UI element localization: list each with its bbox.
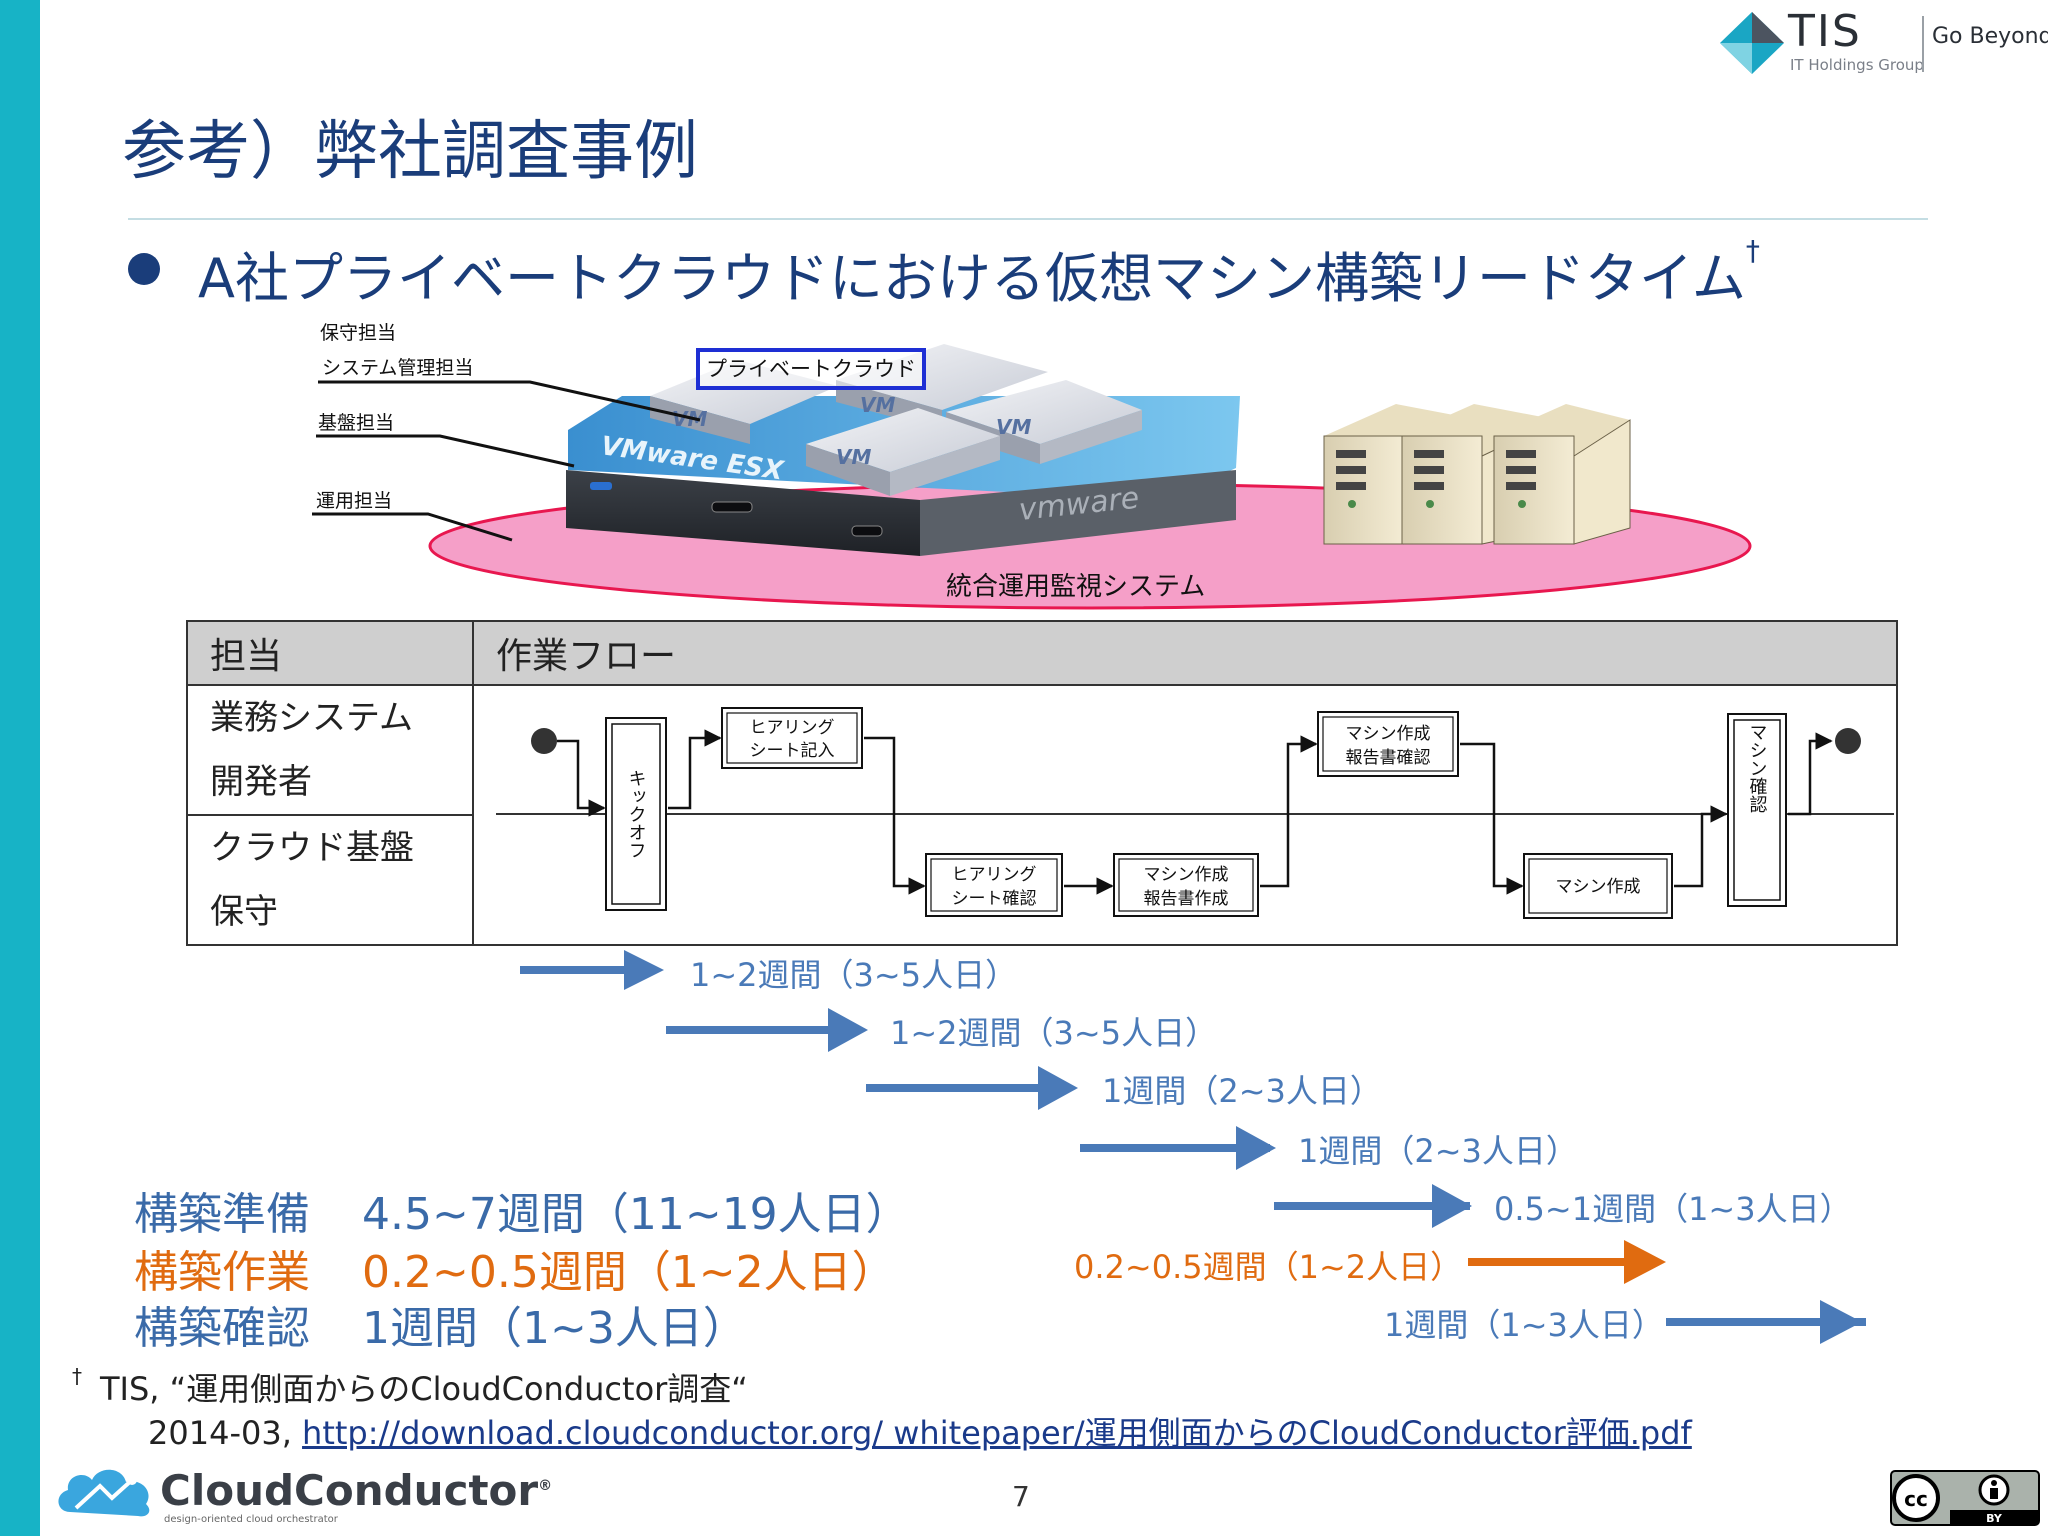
step-hearing-sheet-fill: ヒアリング シート記入: [721, 707, 863, 769]
role-operations: 運用担当: [316, 490, 393, 512]
svg-text:キックオフ: キックオフ: [626, 769, 647, 859]
summary-prep-value: 4.5~7週間（11~19人日）: [362, 1189, 910, 1240]
subtitle-footnote-mark: †: [1745, 234, 1760, 267]
leader-line-infra: [316, 434, 575, 468]
role-cloud-maintenance-line2: 保守: [210, 892, 278, 932]
tagline: Go Beyond: [1932, 24, 2048, 49]
title-divider: [128, 218, 1928, 220]
svg-text:cc: cc: [1904, 1487, 1928, 1511]
svg-text:ヒアリング: ヒアリング: [952, 865, 1037, 885]
svg-text:報告書作成: 報告書作成: [1144, 889, 1229, 909]
workflow-header-row: 担当 作業フロー: [186, 620, 1898, 686]
svg-text:シート記入: シート記入: [750, 741, 835, 761]
duration-arrow-5: [1274, 1184, 1472, 1228]
subtitle: A社プライベートクラウドにおける仮想マシン構築リードタイム†: [198, 234, 1760, 313]
duration-arrow-1: [520, 950, 664, 990]
role-app-developer: 業務システム 開発者: [186, 684, 474, 816]
svg-text:マシン作成: マシン作成: [1556, 877, 1641, 897]
cloudconductor-logo-icon: [58, 1469, 150, 1517]
duration-arrow-4: [1080, 1126, 1276, 1170]
duration-label-4: 1週間（2~3人日）: [1298, 1132, 1578, 1170]
cloudconductor-logo-text: CloudConductor®: [160, 1466, 552, 1515]
duration-label-5: 0.5~1週間（1~3人日）: [1494, 1190, 1852, 1228]
vm-box-4: VM: [806, 408, 1000, 496]
private-cloud-label: プライベートクラウド: [696, 348, 926, 390]
footnote-mark: †: [72, 1364, 82, 1388]
summary-build-value: 0.2~0.5週間（1~2人日）: [362, 1247, 896, 1298]
left-accent-bar: [0, 0, 40, 1536]
duration-arrow-2: [666, 1008, 868, 1052]
bullet-icon: [128, 253, 160, 285]
svg-text:マシン作成: マシン作成: [1144, 865, 1229, 885]
duration-arrow-7: [1666, 1300, 1866, 1344]
svg-text:シート確認: シート確認: [952, 889, 1037, 909]
duration-label-1: 1~2週間（3~5人日）: [690, 956, 1018, 994]
subtitle-text: A社プライベートクラウドにおける仮想マシン構築リードタイム: [198, 247, 1746, 310]
tis-logo-icon: [1720, 12, 1784, 74]
svg-text:マシン作成: マシン作成: [1346, 724, 1431, 744]
step-machine-confirm: マシン確認: [1727, 713, 1787, 907]
step-machine-create: マシン作成: [1523, 853, 1673, 919]
step-report-check: マシン作成 報告書確認: [1317, 711, 1459, 777]
step-kickoff: キックオフ: [605, 717, 667, 911]
duration-label-3: 1週間（2~3人日）: [1102, 1072, 1382, 1110]
svg-text:VM: VM: [836, 445, 871, 469]
footnote-link[interactable]: http://download.cloudconductor.org/ whit…: [302, 1414, 1692, 1452]
summary-verify-label: 構築確認: [134, 1303, 310, 1354]
leader-line-admin: [318, 380, 701, 422]
header-role: 担当: [186, 620, 474, 686]
private-cloud-illustration: VMware ESX vmware VM VM VM VM: [312, 344, 1752, 610]
page-number: 7: [1012, 1480, 1030, 1513]
duration-label-6: 0.2~0.5週間（1~2人日）: [1074, 1248, 1463, 1286]
tis-brand-sub: IT Holdings Group: [1790, 56, 1924, 74]
duration-arrow-3: [866, 1066, 1078, 1110]
duration-arrow-6: [1468, 1240, 1666, 1284]
esx-slot2: [851, 525, 883, 537]
esx-led: [590, 482, 612, 490]
esx-slot1: [711, 501, 753, 513]
header-separator: [1922, 16, 1924, 72]
svg-text:VM: VM: [860, 393, 895, 417]
role-cloud-maintenance-line1: クラウド基盤: [210, 828, 414, 868]
svg-text:ヒアリング: ヒアリング: [750, 718, 835, 738]
page-title: 参考）弊社調査事例: [122, 115, 698, 189]
server-3: [1493, 404, 1631, 545]
cloudconductor-tagline: design-oriented cloud orchestrator: [164, 1514, 338, 1525]
cc-by-license-icon[interactable]: cc BY: [1890, 1470, 2040, 1526]
step-hearing-sheet-check: ヒアリング シート確認: [925, 853, 1063, 917]
footnote-line1: TIS, “運用側面からのCloudConductor調査“: [100, 1370, 748, 1408]
footnote-date: 2014-03,: [148, 1414, 303, 1452]
monitoring-system-label: 統合運用監視システム: [946, 572, 1206, 602]
workflow-diagram: キックオフ ヒアリング シート記入 ヒアリング シート確認 マシン作成 報告書作…: [496, 707, 1894, 919]
duration-label-2: 1~2週間（3~5人日）: [890, 1014, 1218, 1052]
svg-text:報告書確認: 報告書確認: [1346, 748, 1431, 768]
svg-text:マシン確認: マシン確認: [1747, 723, 1768, 813]
cloudconductor-logo-name: CloudConductor: [160, 1466, 539, 1515]
svg-text:VM: VM: [996, 415, 1031, 439]
role-app-developer-line2: 開発者: [210, 762, 312, 802]
cloudconductor-logo-mark: ®: [538, 1478, 553, 1494]
step-report-create: マシン作成 報告書作成: [1113, 853, 1259, 917]
role-maintenance: 保守担当: [320, 322, 397, 344]
summary-verify-value: 1週間（1~3人日）: [362, 1303, 747, 1354]
duration-label-7: 1週間（1~3人日）: [1384, 1306, 1664, 1344]
header-flow: 作業フロー: [472, 620, 1898, 686]
esx-front: [566, 470, 920, 556]
role-system-admin: システム管理担当: [322, 357, 474, 379]
summary-build-label: 構築作業: [134, 1247, 310, 1298]
leader-line-ops: [312, 512, 513, 542]
summary-prep-label: 構築準備: [134, 1189, 310, 1240]
esx-side: [920, 470, 1236, 556]
tis-brand: TIS: [1788, 6, 1862, 57]
footnote-source: 2014-03, http://download.cloudconductor.…: [148, 1408, 1692, 1454]
footnote: † TIS, “運用側面からのCloudConductor調査“: [72, 1364, 748, 1410]
start-node: [531, 728, 557, 754]
svg-text:BY: BY: [1986, 1512, 2003, 1525]
end-node: [1835, 728, 1861, 754]
role-cloud-maintenance: クラウド基盤 保守: [186, 814, 474, 946]
row-cloud-maintenance: クラウド基盤 保守: [186, 814, 1897, 946]
role-infrastructure: 基盤担当: [318, 412, 395, 434]
role-app-developer-line1: 業務システム: [210, 698, 413, 738]
